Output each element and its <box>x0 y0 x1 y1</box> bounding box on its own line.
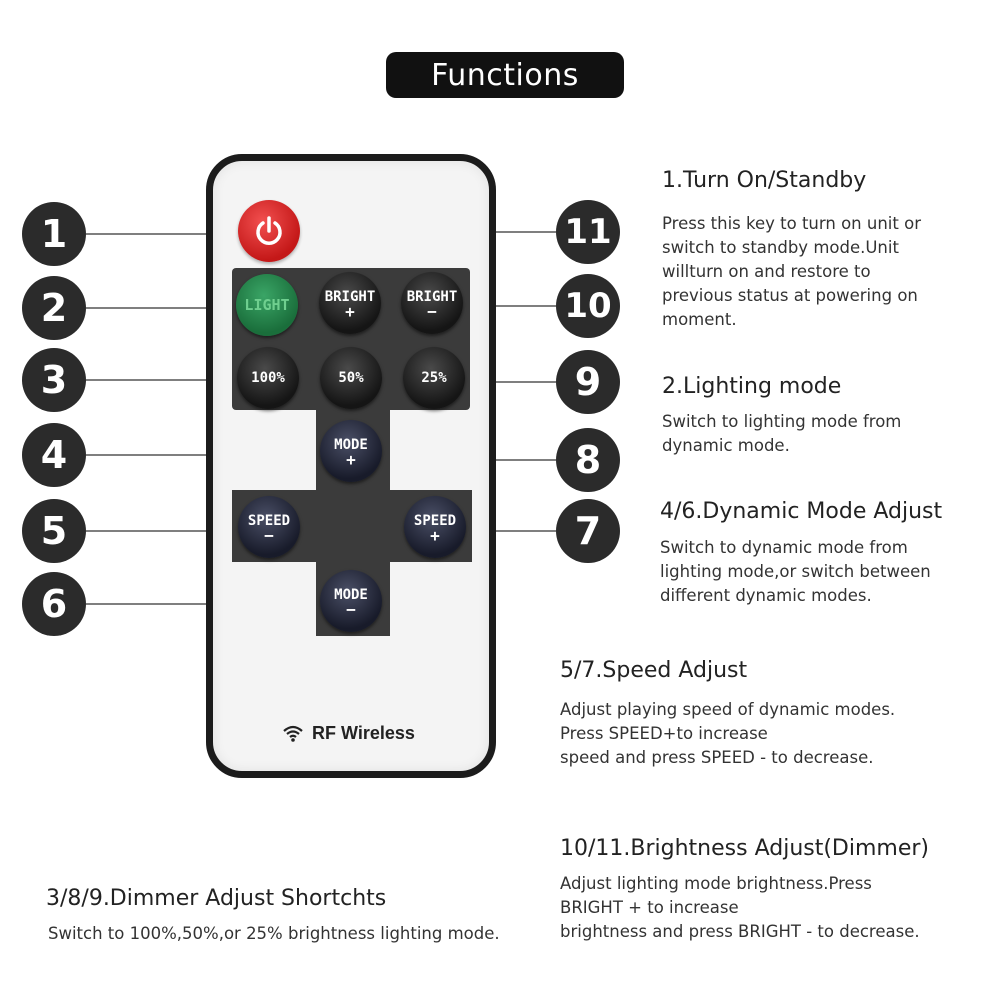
bright-minus-label: BRIGHT <box>406 289 458 305</box>
bright-minus-button[interactable]: BRIGHT − <box>401 272 463 334</box>
remote-control <box>206 154 496 778</box>
light-button[interactable]: LIGHT <box>236 274 298 336</box>
brightness-100-label: 100% <box>251 370 285 386</box>
line: Switch to lighting mode from <box>662 412 902 431</box>
line: Press SPEED+to increase <box>560 724 768 743</box>
section-2-text: Switch to lighting mode from dynamic mod… <box>662 410 901 458</box>
speed-plus-label: SPEED <box>413 513 457 529</box>
section-46-text: Switch to dynamic mode from lighting mod… <box>660 536 931 608</box>
light-button-label: LIGHT <box>244 296 290 314</box>
speed-plus-sign: + <box>430 526 440 545</box>
brightness-25-label: 25% <box>421 370 447 386</box>
mode-minus-button[interactable]: MODE − <box>320 570 382 632</box>
callout-1: 1 <box>22 202 86 266</box>
callout-10: 10 <box>556 274 620 338</box>
section-57-text: Adjust playing speed of dynamic modes. P… <box>560 698 895 770</box>
speed-plus-button[interactable]: SPEED + <box>404 496 466 558</box>
bright-plus-sign: + <box>345 302 355 321</box>
mode-plus-label: MODE <box>334 437 368 453</box>
line: Press this key to turn on unit or <box>662 214 921 233</box>
callout-8: 8 <box>556 428 620 492</box>
mode-minus-sign: − <box>346 600 356 619</box>
brightness-50-label: 50% <box>338 370 364 386</box>
line: lighting mode,or switch between <box>660 562 931 581</box>
mode-minus-label: MODE <box>334 587 368 603</box>
rf-wireless-text: RF Wireless <box>312 722 415 743</box>
line: switch to standby mode.Unit <box>662 238 899 257</box>
section-1-text: Press this key to turn on unit or switch… <box>662 212 921 332</box>
brightness-50-button[interactable]: 50% <box>320 347 382 409</box>
line: Switch to 100%,50%,or 25% brightness lig… <box>48 924 500 943</box>
speed-minus-sign: − <box>264 526 274 545</box>
section-1011-text: Adjust lighting mode brightness.Press BR… <box>560 872 920 944</box>
bright-plus-button[interactable]: BRIGHT + <box>319 272 381 334</box>
bright-minus-sign: − <box>427 302 437 321</box>
bright-plus-label: BRIGHT <box>324 289 376 305</box>
line: different dynamic modes. <box>660 586 872 605</box>
section-389-heading: 3/8/9.Dimmer Adjust Shortchts <box>46 886 387 911</box>
line: willturn on and restore to <box>662 262 871 281</box>
speed-minus-label: SPEED <box>247 513 291 529</box>
section-1-heading: 1.Turn On/Standby <box>662 168 867 193</box>
section-57-heading: 5/7.Speed Adjust <box>560 658 748 683</box>
mode-plus-button[interactable]: MODE + <box>320 420 382 482</box>
callout-9: 9 <box>556 350 620 414</box>
line: dynamic mode. <box>662 436 790 455</box>
power-button[interactable] <box>238 200 300 262</box>
line: Adjust lighting mode brightness.Press <box>560 874 872 893</box>
section-2-heading: 2.Lighting mode <box>662 374 842 399</box>
line: previous status at powering on <box>662 286 918 305</box>
line: speed and press SPEED - to decrease. <box>560 748 874 767</box>
section-389-text: Switch to 100%,50%,or 25% brightness lig… <box>48 922 500 946</box>
rf-wireless-label: RF Wireless <box>282 720 442 746</box>
brightness-100-button[interactable]: 100% <box>237 347 299 409</box>
speed-minus-button[interactable]: SPEED − <box>238 496 300 558</box>
line: BRIGHT + to increase <box>560 898 739 917</box>
section-46-heading: 4/6.Dynamic Mode Adjust <box>660 499 943 524</box>
callout-3: 3 <box>22 348 86 412</box>
line: brightness and press BRIGHT - to decreas… <box>560 922 920 941</box>
section-1011-heading: 10/11.Brightness Adjust(Dimmer) <box>560 836 930 861</box>
line: Adjust playing speed of dynamic modes. <box>560 700 896 719</box>
callout-6: 6 <box>22 572 86 636</box>
callout-2: 2 <box>22 276 86 340</box>
brightness-25-button[interactable]: 25% <box>403 347 465 409</box>
mode-plus-sign: + <box>346 450 356 469</box>
line: Switch to dynamic mode from <box>660 538 908 557</box>
functions-title: Functions <box>386 52 624 98</box>
wifi-icon <box>283 725 303 742</box>
callout-11: 11 <box>556 200 620 264</box>
callout-4: 4 <box>22 423 86 487</box>
callout-5: 5 <box>22 499 86 563</box>
callout-7: 7 <box>556 499 620 563</box>
line: moment. <box>662 310 737 329</box>
power-icon <box>256 216 282 245</box>
